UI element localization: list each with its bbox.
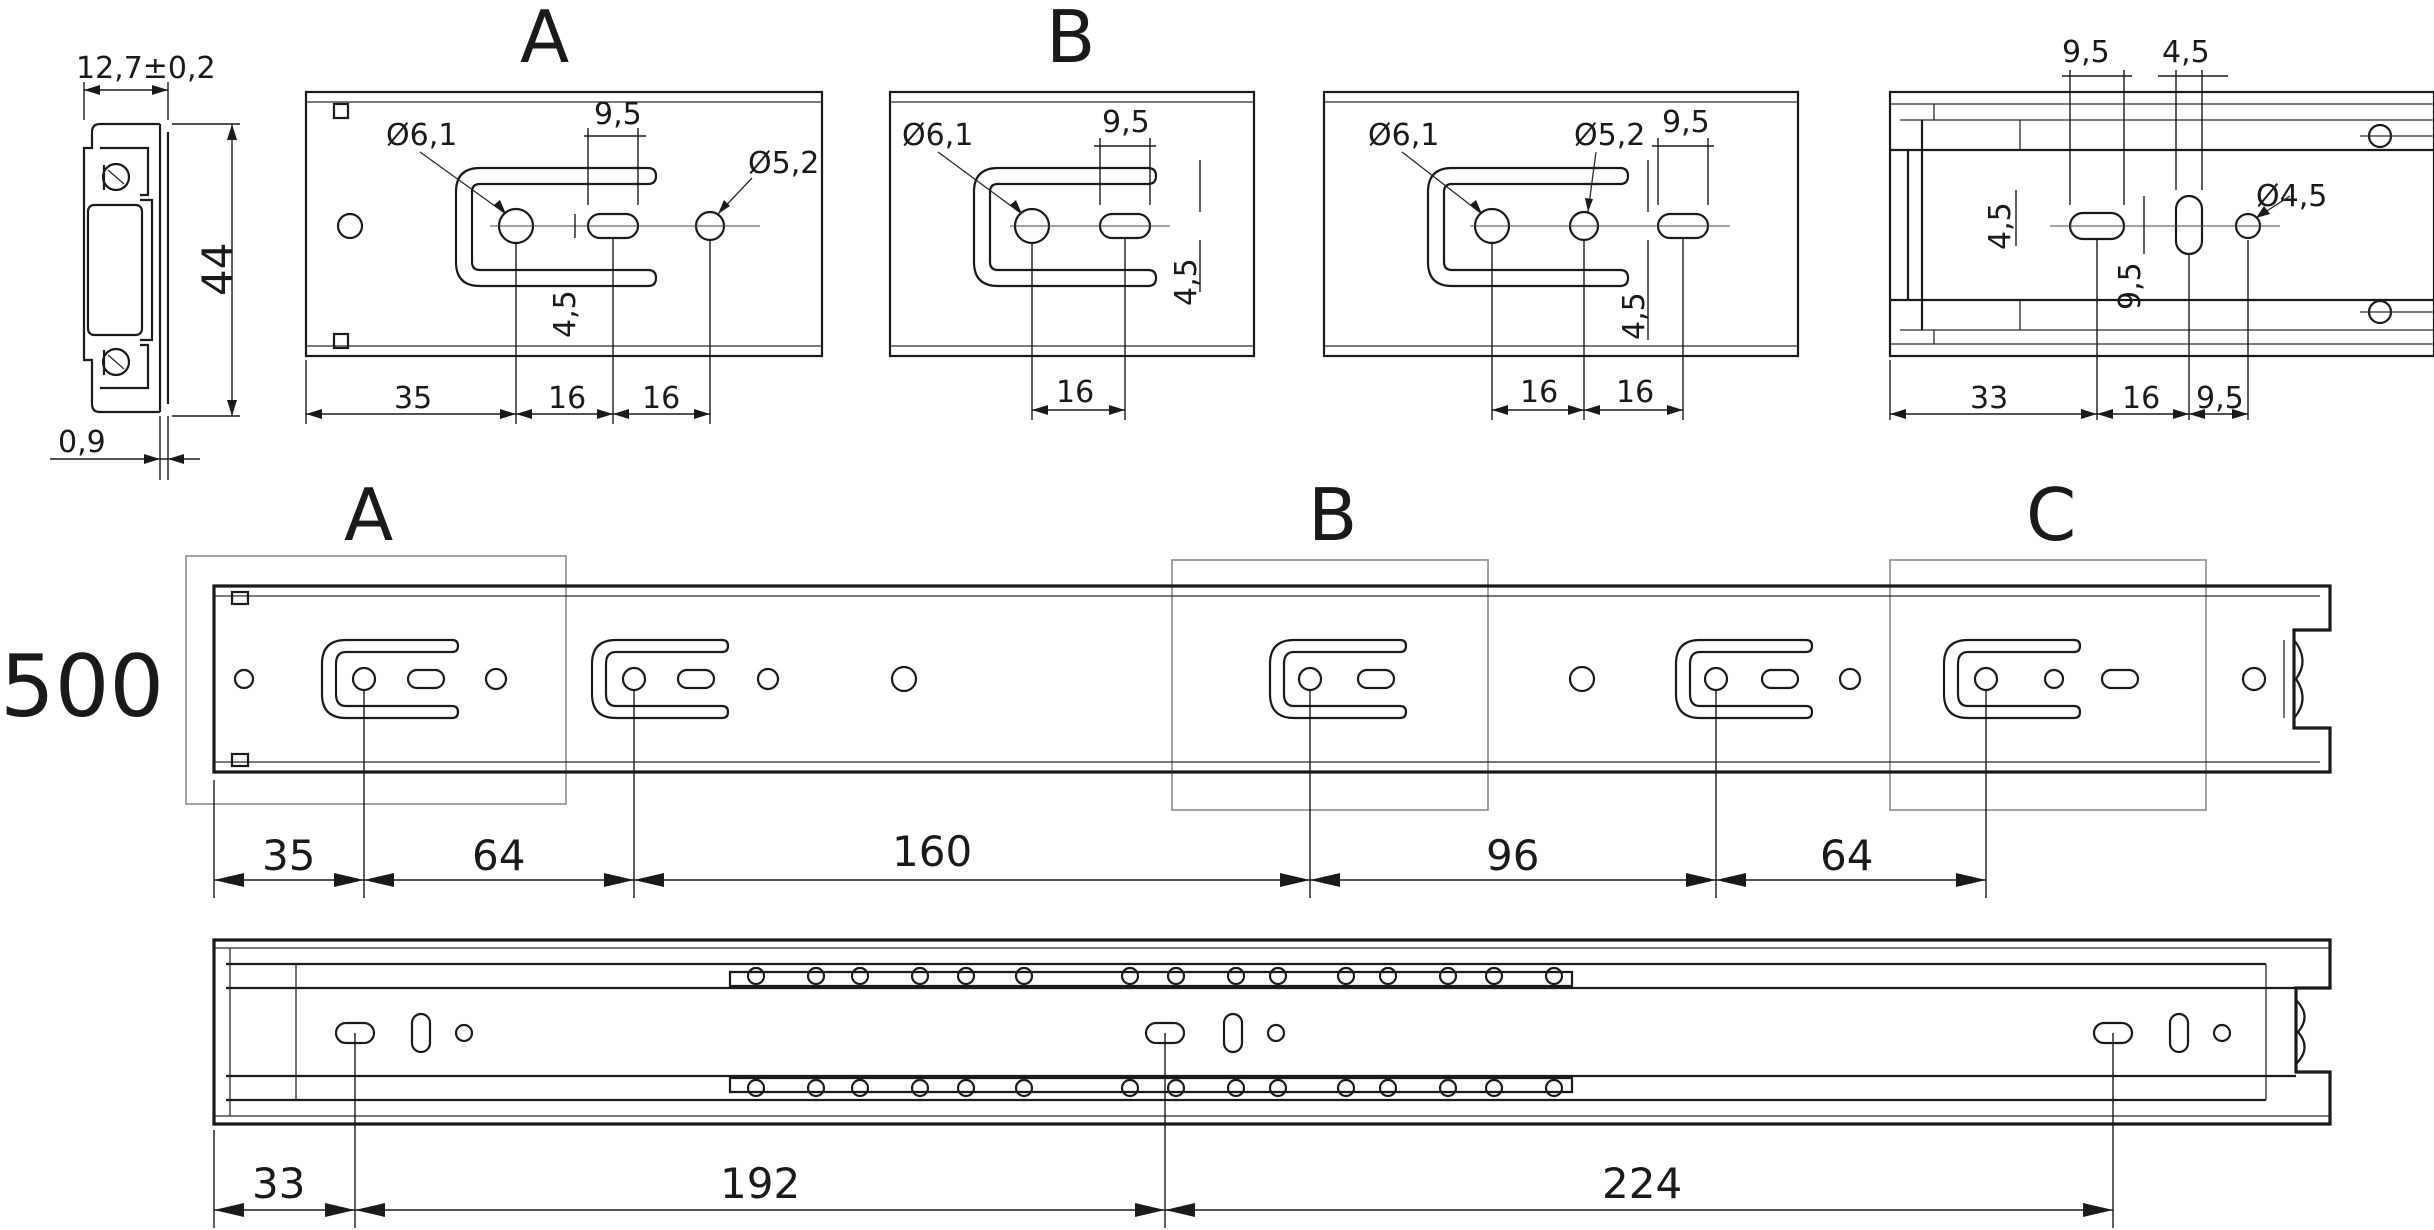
view-a-dia-big: Ø6,1	[386, 118, 457, 153]
view-d-d3: 9,5	[2196, 381, 2244, 416]
view-b-d1: 16	[1056, 375, 1094, 410]
length-label: 500	[0, 637, 164, 737]
view-c-slot-h: 4,5	[1617, 292, 1652, 340]
view-d-dia: Ø4,5	[2256, 179, 2327, 214]
inner-rail-label-a: A	[344, 473, 393, 557]
view-b-slot-w: 9,5	[1102, 105, 1150, 140]
inner-dim-5: 64	[1820, 831, 1873, 880]
view-a-dia-small: Ø5,2	[748, 146, 819, 181]
view-d-slot2-h: 9,5	[2113, 262, 2148, 310]
view-c-slot-w: 9,5	[1662, 105, 1710, 140]
outer-dim-1: 33	[252, 1159, 305, 1208]
view-a-title: A	[520, 0, 569, 79]
profile-thickness-label: 0,9	[58, 425, 106, 460]
view-a-d2: 16	[548, 381, 586, 416]
view-a-slot-w: 9,5	[594, 97, 642, 132]
outer-dim-3: 224	[1602, 1159, 1682, 1208]
view-d-d2: 16	[2122, 381, 2160, 416]
inner-dim-3: 160	[892, 827, 972, 876]
view-d-slot1-h: 4,5	[1983, 202, 2018, 250]
view-b-slot-h: 4,5	[1169, 258, 1204, 306]
inner-dim-1: 35	[262, 831, 315, 880]
view-d-slot2-w: 4,5	[2162, 35, 2210, 70]
view-c-dia-small: Ø5,2	[1574, 118, 1645, 153]
profile-width-label: 12,7±0,2	[76, 51, 216, 86]
detail-view-d: 9,5 4,5 Ø4,5 4,5 9,5 33 16 9,5	[1888, 35, 2434, 420]
profile-height-label: 44	[193, 243, 242, 296]
detail-view-b: B Ø6,1 9,5 4,5 16	[888, 0, 1256, 420]
profile-section: 12,7±0,2 44 0,9	[50, 51, 242, 480]
view-c-d1: 16	[1520, 375, 1558, 410]
outer-dim-2: 192	[720, 1159, 800, 1208]
view-b-title: B	[1046, 0, 1095, 79]
view-d-d1: 33	[1970, 381, 2008, 416]
view-d-slot1-w: 9,5	[2062, 35, 2110, 70]
view-a-slot-h: 4,5	[548, 290, 583, 338]
inner-rail-label-c: C	[2026, 473, 2076, 557]
view-b-dia: Ø6,1	[902, 118, 973, 153]
view-a-d1: 35	[394, 381, 432, 416]
outer-rail-view: 33 192 224	[212, 938, 2332, 1228]
inner-rail-view: A B C	[185, 473, 2332, 898]
inner-dim-2: 64	[472, 831, 525, 880]
detail-view-a: A Ø6,1 Ø5,2 9,5 4,5	[304, 0, 824, 424]
inner-rail-label-b: B	[1308, 473, 1357, 557]
detail-view-c: Ø6,1 Ø5,2 9,5 4,5 16 16	[1322, 90, 1800, 420]
view-c-dia-big: Ø6,1	[1368, 118, 1439, 153]
view-a-d3: 16	[642, 381, 680, 416]
inner-dim-4: 96	[1486, 831, 1539, 880]
view-c-d2: 16	[1616, 375, 1654, 410]
